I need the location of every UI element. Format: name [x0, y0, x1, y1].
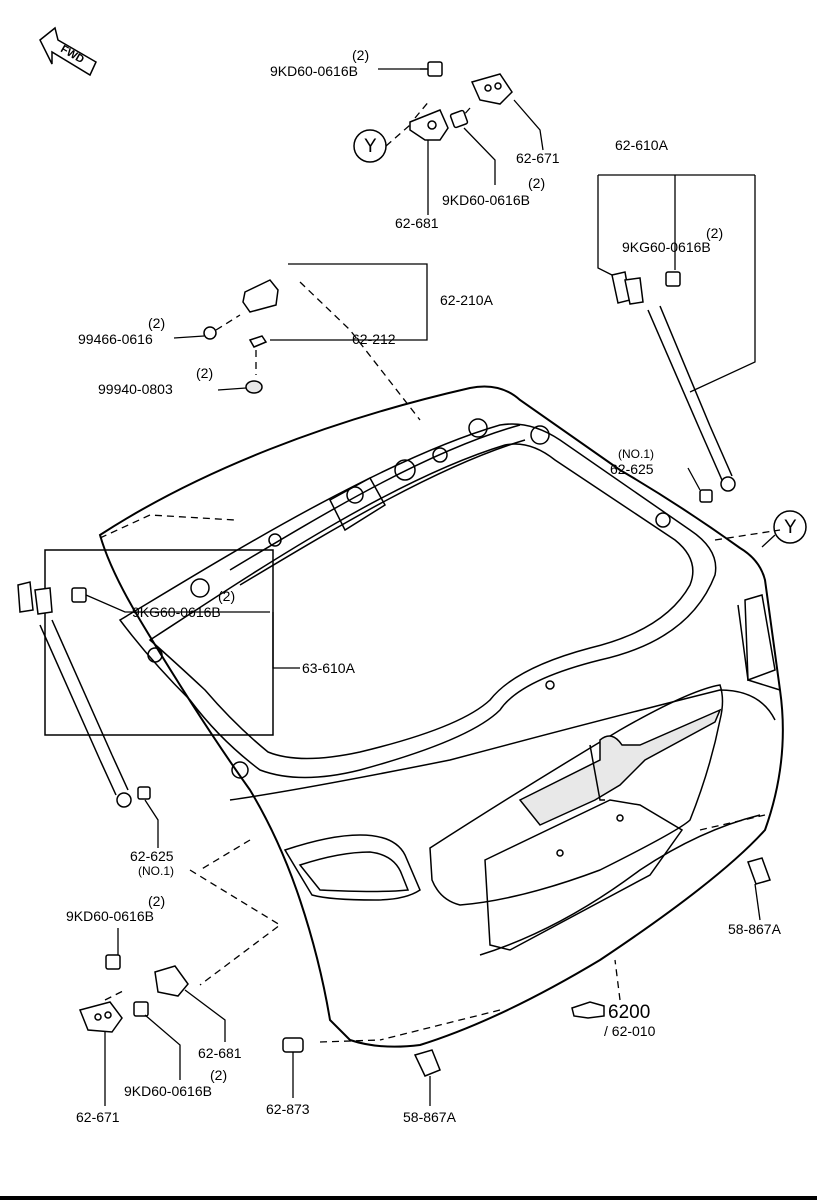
hinge-bracket-icon [409, 109, 449, 141]
stopper-icon [413, 1049, 441, 1077]
dashed-guides [99, 99, 781, 1043]
label-6200: 6200 [608, 1002, 650, 1023]
label-no1-top: (NO.1) [618, 447, 654, 461]
label-9kd-mid: 9KD60-0616B [442, 192, 530, 208]
nut-icon [203, 326, 217, 340]
liftgate-body [98, 385, 784, 1048]
label-63-610a: 63-610A [302, 660, 356, 676]
label-9kd-top: 9KD60-0616B [270, 63, 358, 79]
upper-hinge-group: Y [353, 61, 513, 163]
latch-group [203, 279, 279, 394]
label-9kg-left: 9KG60-0616B [132, 604, 221, 620]
bolt-icon [133, 1001, 149, 1017]
label-qty-7: (2) [148, 893, 165, 909]
hand-pointer-icon [571, 1001, 605, 1019]
labels: (2) 9KD60-0616B 62-671 (2) 9KD60-0616B 6… [66, 47, 797, 1125]
label-no1-bottom: (NO.1) [138, 864, 174, 878]
fwd-label: FWD [58, 43, 86, 66]
detail-box [44, 549, 274, 736]
callout-circle-icon [773, 510, 807, 544]
striker-icon [248, 335, 268, 348]
ball-stud-icon [699, 489, 713, 503]
label-qty-4: (2) [148, 315, 165, 331]
washer-icon [245, 380, 263, 394]
bolt-icon [71, 587, 87, 603]
lower-hinge-group [78, 954, 189, 1033]
bolt-icon [449, 109, 469, 129]
label-9kg-right: 9KG60-0616B [622, 239, 711, 255]
label-62-671-bottom: 62-671 [76, 1109, 120, 1125]
label-9kd-bottom: 9KD60-0616B [124, 1083, 212, 1099]
label-y-right: Y [784, 517, 797, 538]
latch-icon [242, 279, 279, 313]
label-qty-3: (2) [706, 225, 723, 241]
label-qty-5: (2) [196, 365, 213, 381]
label-58-867a-right: 58-867A [728, 921, 782, 937]
label-58-867a-bottom: 58-867A [403, 1109, 457, 1125]
label-qty-1: (2) [352, 47, 369, 63]
label-62-625-top: 62-625 [610, 461, 654, 477]
label-62-610a: 62-610A [615, 137, 669, 153]
right-gas-strut [611, 271, 736, 503]
callout-y-top: Y [364, 136, 377, 157]
bolt-icon [420, 61, 443, 77]
label-62-671-top: 62-671 [516, 150, 560, 166]
label-qty-6: (2) [218, 588, 235, 604]
fwd-arrow-icon: FWD [39, 26, 97, 77]
label-62-212: 62-212 [352, 331, 396, 347]
stopper-icon [747, 857, 771, 885]
ball-stud-icon [137, 786, 151, 800]
label-62-210a: 62-210A [440, 292, 494, 308]
label-qty-2: (2) [528, 175, 545, 191]
hinge-bracket-icon [154, 965, 189, 997]
label-qty-8: (2) [210, 1067, 227, 1083]
label-62-873: 62-873 [266, 1101, 310, 1117]
label-99466: 99466-0616 [78, 331, 153, 347]
label-9kd-lower: 9KD60-0616B [66, 908, 154, 924]
bolt-icon [665, 271, 681, 287]
label-62-681-bottom: 62-681 [198, 1045, 242, 1061]
bolt-icon [105, 954, 121, 970]
hinge-icon [470, 73, 513, 105]
label-62-681-top: 62-681 [395, 215, 439, 231]
label-62-625-bottom: 62-625 [130, 848, 174, 864]
label-62-010: / 62-010 [604, 1023, 656, 1039]
leader-lines [85, 68, 776, 1106]
bumper-icon [282, 1037, 304, 1053]
label-99940: 99940-0803 [98, 381, 173, 397]
